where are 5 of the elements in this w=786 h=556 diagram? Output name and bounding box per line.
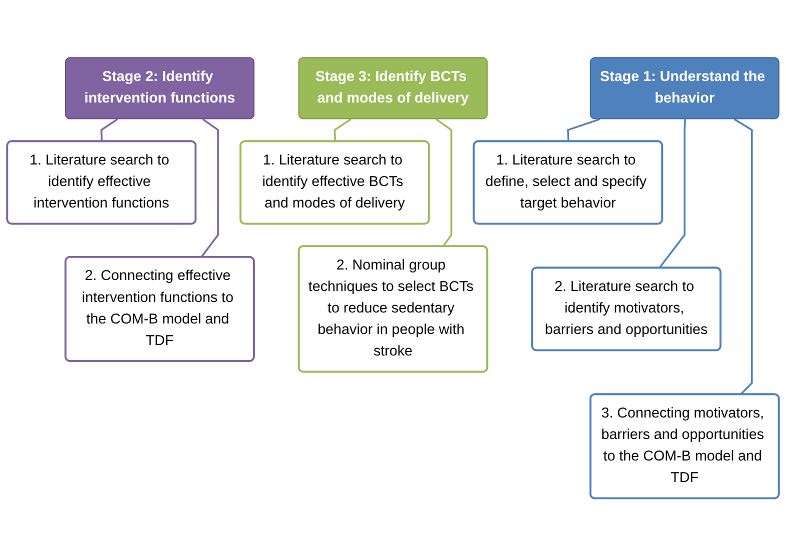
connector [200, 118, 219, 258]
connector [734, 118, 753, 396]
connector [658, 119, 686, 269]
connector [567, 118, 600, 142]
connector [436, 118, 452, 248]
